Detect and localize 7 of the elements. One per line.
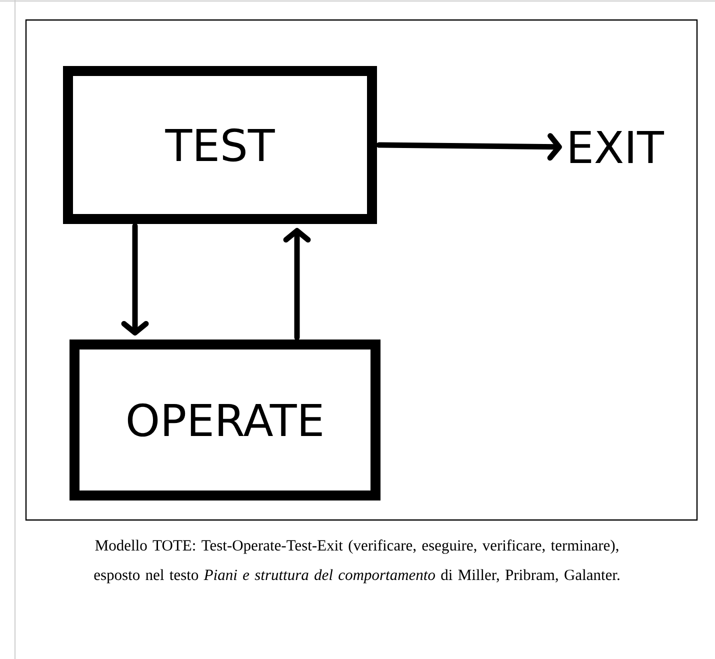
arrow [121, 223, 149, 336]
process-box: OPERATE [70, 340, 380, 500]
process-box: TEST [63, 66, 377, 224]
arrow [283, 228, 311, 340]
caption: Modello TOTE: Test-Operate-Test-Exit (verificare, eseguire, verificare, terminare), esposto nel testo Piani e struttura del comportamento di Miller, Pribram, Galanter. [94, 540, 620, 584]
arrow [376, 133, 562, 161]
exit-label: EXIT [570, 130, 664, 164]
